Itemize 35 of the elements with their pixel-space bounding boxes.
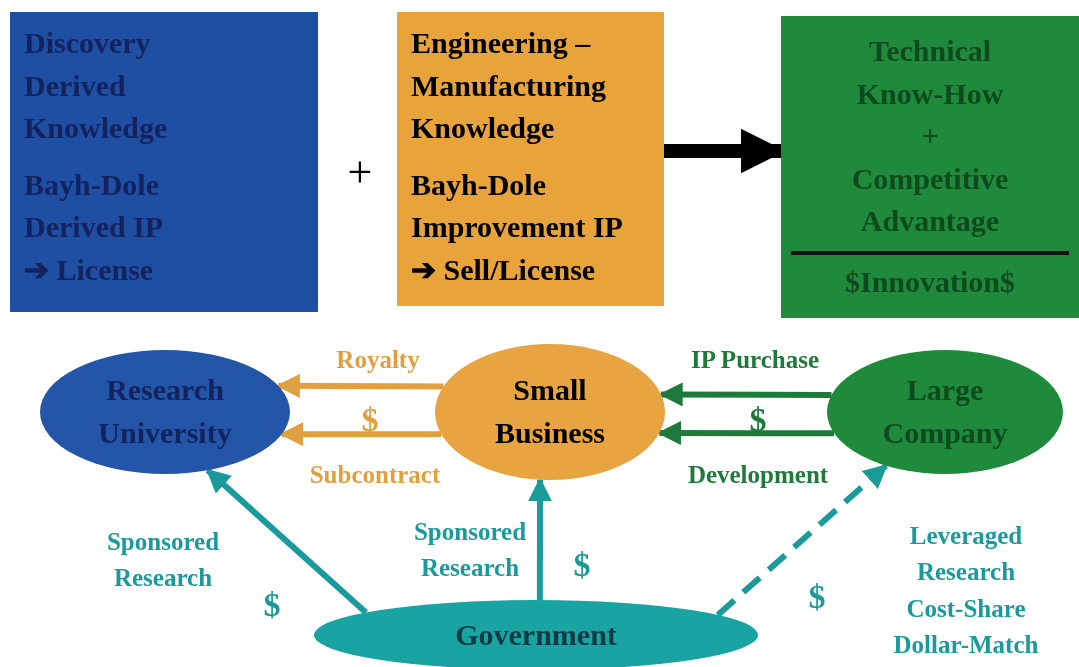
dollar-sign: $ — [573, 546, 591, 584]
arrow — [715, 463, 888, 618]
node-text: + — [921, 118, 939, 155]
edge-label: Sponsored Research — [105, 526, 221, 593]
node-text: $Innovation$ — [791, 251, 1069, 304]
edge-label: Subcontract — [308, 459, 442, 490]
edge-label: Development — [686, 459, 830, 490]
edge-label: Leveraged Research Cost-Share Dollar-Match — [892, 520, 1040, 660]
box-node — [781, 16, 1079, 318]
node-text: Discovery Derived Knowledge — [24, 25, 169, 147]
dollar-sign: $ — [808, 578, 826, 616]
arrow — [205, 468, 368, 615]
node-text: Engineering – Manufacturing Knowledge — [411, 25, 607, 147]
edge-label: Sponsored Research — [412, 516, 528, 583]
box-node — [397, 12, 664, 306]
edge-label: IP Purchase — [690, 344, 820, 375]
node-text: Government — [455, 616, 617, 653]
plus-sign: + — [347, 146, 373, 198]
arrow — [658, 382, 832, 407]
arrow — [527, 477, 552, 601]
edge-label: Royalty — [335, 344, 421, 375]
dollar-sign: $ — [361, 401, 379, 439]
dollar-sign: $ — [749, 401, 767, 439]
arrow — [656, 421, 835, 446]
arrow — [279, 422, 442, 447]
node-text: Bayh-Dole Derived IP ➔ License — [24, 166, 163, 288]
node-text: Competitive Advantage — [850, 160, 1010, 240]
node-text: Bayh-Dole Improvement IP ➔ Sell/License — [411, 166, 623, 288]
dollar-sign: $ — [263, 586, 281, 624]
node-text: Small Business — [493, 372, 607, 451]
arrow — [275, 373, 444, 398]
node-text: Research University — [97, 372, 233, 451]
box-node — [10, 12, 318, 312]
node-text: Large Company — [881, 372, 1009, 451]
node-text: Technical Know-How — [855, 33, 1005, 112]
